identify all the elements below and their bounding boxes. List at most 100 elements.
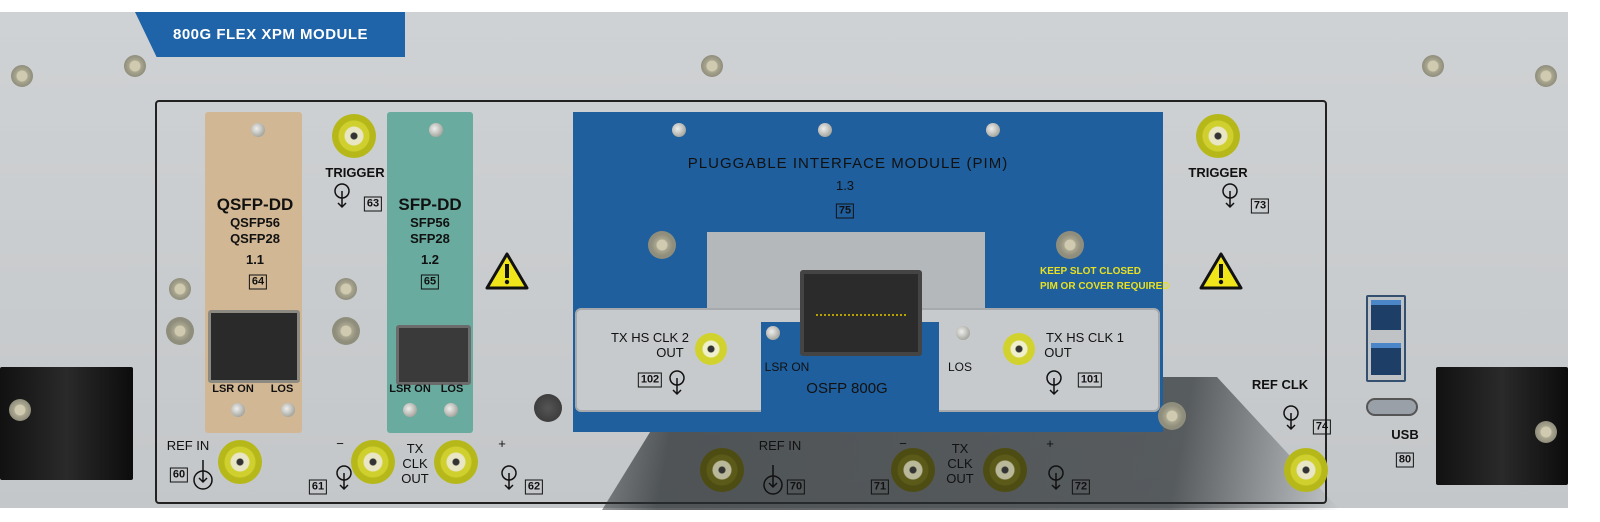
warning-icon bbox=[485, 252, 529, 290]
pim-warning-line2: PIM OR COVER REQUIRED bbox=[1040, 281, 1170, 292]
ref-clk-connector-74[interactable] bbox=[1284, 448, 1328, 492]
screw bbox=[648, 231, 676, 259]
tx-hs-clk1-number: 101 bbox=[1077, 372, 1103, 388]
tx-clk-out-line3-2: OUT bbox=[946, 471, 974, 486]
tx-hs-clk1-out: OUT bbox=[1044, 345, 1072, 360]
ref-in-number-2: 70 bbox=[786, 479, 806, 495]
qsfp-lsr-on-led bbox=[231, 403, 245, 417]
screw bbox=[335, 278, 357, 300]
ground-icon bbox=[763, 465, 783, 495]
tx-clk-minus-number-2: 71 bbox=[870, 479, 890, 495]
ref-in-connector-60[interactable] bbox=[218, 440, 262, 484]
sfp-port[interactable] bbox=[396, 325, 471, 385]
tx-clk-out-plus-connector-2[interactable] bbox=[983, 448, 1027, 492]
sfp-los-label: LOS bbox=[440, 383, 464, 395]
ref-in-label-2: REF IN bbox=[758, 438, 802, 453]
sfp-number: 65 bbox=[420, 274, 440, 290]
minus-label: − bbox=[336, 436, 344, 451]
trigger-connector-73[interactable] bbox=[1196, 114, 1240, 158]
osfp-los-led bbox=[956, 326, 970, 340]
tx-clk-out-line3: OUT bbox=[401, 471, 429, 486]
tx-clk-out-line2: CLK bbox=[402, 456, 428, 471]
left-handle[interactable] bbox=[0, 367, 133, 480]
ref-in-number: 60 bbox=[169, 467, 189, 483]
screw bbox=[251, 123, 265, 137]
ref-clk-label: REF CLK bbox=[1251, 377, 1309, 392]
screw bbox=[332, 317, 360, 345]
qsfp-los-led bbox=[281, 403, 295, 417]
tx-hs-clk1-connector[interactable] bbox=[1003, 333, 1035, 365]
screw bbox=[818, 123, 832, 137]
pim-warning-line1: KEEP SLOT CLOSED bbox=[1040, 266, 1141, 277]
usb-a-port-stack bbox=[1366, 295, 1406, 382]
screw bbox=[1422, 55, 1444, 77]
sfp-slot: 1.2 bbox=[420, 252, 440, 267]
tx-clk-out-line2-2: CLK bbox=[947, 456, 973, 471]
ref-in-label: REF IN bbox=[166, 438, 210, 453]
tx-hs-clk2-label: TX HS CLK 2 bbox=[610, 330, 690, 345]
qsfp-lsr-on-label: LSR ON bbox=[212, 383, 254, 395]
sfp-line1: SFP56 bbox=[410, 215, 450, 230]
usb-a-port-top[interactable] bbox=[1371, 300, 1401, 330]
screw bbox=[169, 278, 191, 300]
pim-slot-number: 1.3 bbox=[835, 178, 855, 193]
usb-a-port-bottom[interactable] bbox=[1371, 343, 1401, 375]
usb-c-port[interactable] bbox=[1366, 398, 1418, 416]
plus-label-2: + bbox=[1046, 436, 1054, 451]
sfp-lsr-on-led bbox=[403, 403, 417, 417]
tx-hs-clk2-out: OUT bbox=[656, 345, 684, 360]
qsfp-los-label: LOS bbox=[270, 383, 294, 395]
qsfp-number: 64 bbox=[248, 274, 268, 290]
ground-icon bbox=[336, 465, 352, 491]
trigger-connector-63[interactable] bbox=[332, 114, 376, 158]
sfp-los-led bbox=[444, 403, 458, 417]
trigger-label: TRIGGER bbox=[325, 165, 385, 180]
screw bbox=[1056, 231, 1084, 259]
tx-clk-out-plus-connector[interactable] bbox=[434, 440, 478, 484]
trigger-number: 63 bbox=[363, 196, 383, 212]
pim-title: PLUGGABLE INTERFACE MODULE (PIM) bbox=[687, 155, 1009, 172]
tx-clk-out-line1-2: TX bbox=[951, 441, 969, 456]
warning-icon bbox=[1199, 252, 1243, 290]
minus-label-2: − bbox=[899, 436, 907, 451]
ground-icon bbox=[193, 460, 213, 490]
qsfp-slot: 1.1 bbox=[245, 252, 265, 267]
ground-icon bbox=[1283, 405, 1299, 431]
usb-label: USB bbox=[1391, 427, 1419, 442]
ref-in-connector-70[interactable] bbox=[700, 448, 744, 492]
tx-clk-minus-number: 61 bbox=[308, 479, 328, 495]
screw bbox=[124, 55, 146, 77]
qsfp-line1: QSFP56 bbox=[230, 215, 280, 230]
tx-clk-out-minus-connector[interactable] bbox=[351, 440, 395, 484]
ground-icon bbox=[1222, 183, 1238, 209]
screw bbox=[429, 123, 443, 137]
ground-icon bbox=[1048, 465, 1064, 491]
osfp-port[interactable] bbox=[800, 270, 922, 356]
qsfp-title: QSFP-DD bbox=[216, 195, 294, 214]
screw bbox=[1158, 402, 1186, 430]
usb-number: 80 bbox=[1395, 452, 1415, 468]
osfp-lsr-on-label: LSR ON bbox=[764, 360, 810, 374]
screw bbox=[1535, 421, 1557, 443]
tx-hs-clk2-number: 102 bbox=[637, 372, 663, 388]
screw bbox=[166, 317, 194, 345]
screw bbox=[534, 394, 562, 422]
screw bbox=[1535, 65, 1557, 87]
qsfp-port[interactable] bbox=[208, 310, 300, 383]
tx-clk-out-line1: TX bbox=[406, 441, 424, 456]
tx-hs-clk1-label: TX HS CLK 1 bbox=[1045, 330, 1125, 345]
osfp-port-label: OSFP 800G bbox=[806, 380, 888, 397]
ground-icon bbox=[501, 465, 517, 491]
tx-hs-clk2-connector[interactable] bbox=[695, 333, 727, 365]
screw bbox=[9, 399, 31, 421]
plus-label: + bbox=[498, 436, 506, 451]
osfp-lsr-on-led bbox=[766, 326, 780, 340]
pim-number: 75 bbox=[835, 203, 855, 219]
tx-clk-out-minus-connector-2[interactable] bbox=[891, 448, 935, 492]
sfp-line2: SFP28 bbox=[410, 231, 450, 246]
trigger-number-2: 73 bbox=[1250, 198, 1270, 214]
screw bbox=[986, 123, 1000, 137]
screw bbox=[672, 123, 686, 137]
osfp-los-label: LOS bbox=[947, 360, 973, 374]
sfp-title: SFP-DD bbox=[398, 195, 462, 214]
